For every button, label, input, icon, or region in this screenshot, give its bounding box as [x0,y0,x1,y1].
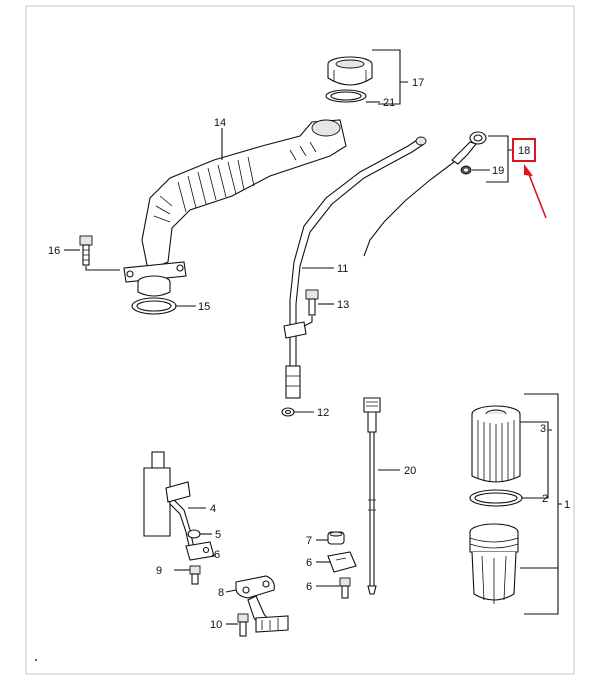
stray-mark [35,659,37,661]
oil-filler-tube-drawing [123,119,347,297]
callout-18: 17 [412,77,424,89]
dipstick-19-drawing [363,131,487,257]
callout-15: 14 [214,117,226,129]
highlight-arrow [524,164,547,219]
callout-4: 4 [210,503,216,515]
bolt-14-drawing [305,289,319,316]
bush-8-drawing [327,531,345,545]
clamp-6-drawing [185,541,215,561]
oil-pipe-4-drawing [143,451,195,551]
bolt-11-drawing [237,613,249,637]
callout-13: 12 [317,407,329,419]
callout-9: 8 [218,587,224,599]
filler-tube-gasket-drawing [131,297,177,315]
callout-11: 10 [210,619,222,631]
o-ring-20-drawing [460,165,472,175]
bracket-7-drawing [327,551,357,573]
oil-level-sender-21-drawing [363,397,381,595]
callout-14: 13 [337,299,349,311]
callout-5: 5 [215,529,221,541]
callout-7: 6 [306,557,312,569]
callout-21: 20 [404,465,416,477]
pickup-9-drawing [235,575,289,633]
callout-22: 21 [383,97,395,109]
dipstick-guide-tube-drawing [283,136,427,399]
filter-seal-2-drawing [469,489,523,507]
callout-12: 11 [337,263,348,275]
leader-lines [64,49,562,625]
callout-3: 3 [540,423,546,435]
callout-6b: 6 [306,581,312,593]
callout-17: 16 [48,245,60,257]
callout-20: 19 [492,165,504,177]
callout-10: 9 [156,565,162,577]
filter-element-3-drawing [471,405,521,483]
callout-19: 18 [518,145,530,157]
o-ring-5-drawing [187,529,201,539]
callout-8: 7 [306,535,312,547]
bolt-17-drawing [79,235,93,266]
filler-cap-drawing [327,56,373,86]
callout-1: 1 [564,499,570,511]
highlight-box-19 [512,138,536,162]
bolt-6b-drawing [339,577,351,599]
filler-cap-seal-drawing [325,89,367,103]
callout-6a: 6 [214,549,220,561]
callout-16: 15 [198,301,210,313]
filter-housing-drawing [469,523,519,604]
callout-2: 2 [542,493,548,505]
bolt-10-drawing [189,565,201,585]
washer-13-drawing [281,407,295,417]
